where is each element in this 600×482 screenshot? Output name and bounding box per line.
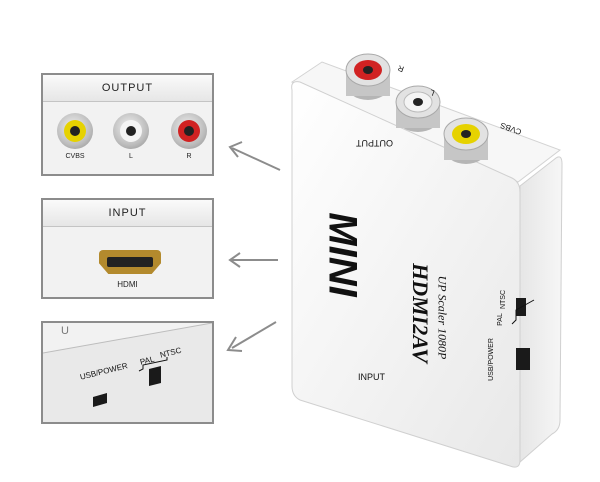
top-jack-yellow: [443, 117, 489, 164]
device-front-input-label: INPUT: [358, 372, 385, 382]
device-side-usb-label: USB/POWER: [487, 338, 495, 381]
output-panel-title: OUTPUT: [43, 75, 212, 102]
pal-ntsc-switch-icon: [149, 366, 161, 386]
r-jack-ring: [178, 120, 200, 142]
hdmi-port: [99, 250, 161, 274]
top-jack-red: [345, 53, 391, 100]
output-callout-panel: OUTPUT CVBS L R: [41, 73, 214, 176]
cvbs-label: CVBS: [65, 153, 85, 160]
cvbs-jack-ring: [64, 120, 86, 142]
device-top-output-label: OUTPUT: [356, 138, 393, 148]
device-side-pal-label: PAL: [496, 313, 504, 326]
input-callout-panel: INPUT HDMI: [41, 198, 214, 299]
cvbs-jack: [57, 113, 93, 149]
device-model-text: HDMI2AV: [407, 263, 433, 363]
hdmi-label: HDMI: [117, 280, 138, 289]
device-brand-text: MINI: [320, 212, 365, 297]
top-jack-white: [395, 85, 441, 132]
r-jack: [171, 113, 207, 149]
side-callout-panel: U USB/POWER PAL NTSC: [41, 321, 214, 424]
l-jack-ring: [120, 120, 142, 142]
device-side-face: [519, 156, 563, 464]
l-jack: [113, 113, 149, 149]
input-panel-title: INPUT: [43, 200, 212, 227]
device-subtitle-text: UP Scaler 1080P: [435, 275, 450, 360]
r-label: R: [186, 153, 192, 160]
side-partial-text: U: [61, 325, 69, 337]
device-side-ntsc-label: NTSC: [500, 289, 508, 310]
side-panel-drawing: [43, 323, 212, 422]
usb-port-icon: [93, 393, 107, 407]
l-label: L: [129, 153, 133, 160]
device-usb-port-icon: [516, 348, 530, 370]
